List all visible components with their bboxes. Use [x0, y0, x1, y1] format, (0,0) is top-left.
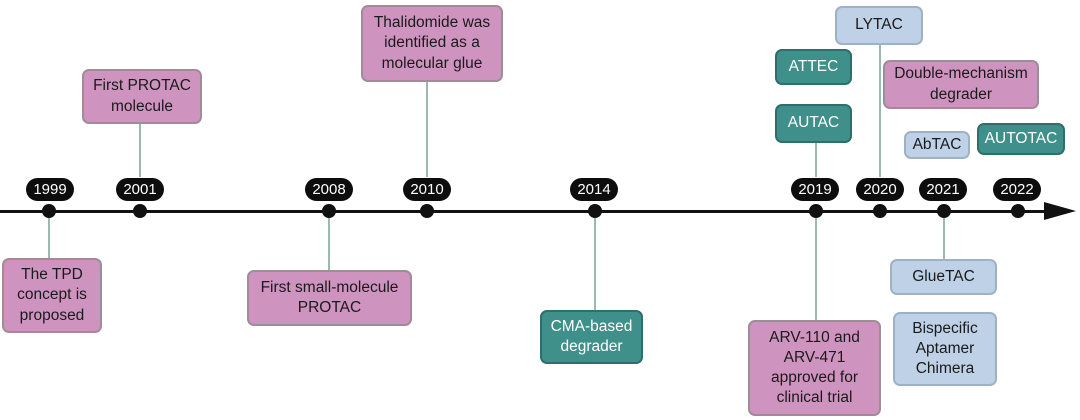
connector-line — [879, 45, 881, 177]
timeline-axis — [0, 210, 1046, 213]
timeline-dot-1999 — [42, 204, 56, 218]
year-label: 2010 — [403, 178, 451, 201]
timeline-dot-2001 — [133, 204, 147, 218]
timeline-dot-2020 — [873, 204, 887, 218]
connector-line — [139, 124, 141, 177]
event-box-first-protac: First PROTAC molecule — [82, 69, 202, 124]
connector-line — [594, 217, 596, 310]
event-box-first-small-molecule-protac: First small-molecule PROTAC — [247, 270, 412, 326]
year-label: 2020 — [856, 178, 904, 201]
event-box-cma-degrader: CMA-based degrader — [540, 310, 643, 364]
event-box-lytac: LYTAC — [835, 6, 923, 45]
event-box-attec: ATTEC — [775, 49, 852, 85]
year-label: 2014 — [570, 178, 618, 201]
connector-line — [815, 217, 817, 320]
year-label: 2021 — [919, 178, 967, 201]
timeline-dot-2014 — [588, 204, 602, 218]
timeline-dot-2008 — [322, 204, 336, 218]
timeline-dot-2022 — [1011, 204, 1025, 218]
event-box-arv: ARV-110 and ARV-471 approved for clinica… — [748, 320, 881, 416]
connector-line — [943, 217, 945, 261]
timeline-dot-2021 — [937, 204, 951, 218]
event-box-autac: AUTAC — [775, 104, 852, 143]
event-box-tpd-concept: The TPD concept is proposed — [2, 258, 102, 333]
event-box-abtac: AbTAC — [904, 131, 970, 159]
timeline-arrowhead — [1044, 202, 1076, 220]
timeline-dot-2010 — [420, 204, 434, 218]
connector-line — [426, 82, 428, 177]
year-label: 2019 — [791, 178, 839, 201]
event-box-gluetac: GlueTAC — [890, 259, 997, 295]
year-label: 2022 — [993, 178, 1041, 201]
connector-line — [48, 217, 50, 259]
year-label: 2008 — [305, 178, 353, 201]
event-box-bispecific-aptamer-chimera: Bispecific Aptamer Chimera — [893, 312, 997, 386]
event-box-thalidomide: Thalidomide was identified as a molecula… — [361, 5, 503, 82]
connector-line — [328, 217, 330, 270]
event-box-autotac: AUTOTAC — [977, 123, 1065, 155]
timeline-dot-2019 — [809, 204, 823, 218]
event-box-double-mechanism: Double-mechanism degrader — [883, 60, 1039, 109]
connector-line — [815, 143, 817, 177]
year-label: 2001 — [116, 178, 164, 201]
year-label: 1999 — [26, 178, 74, 201]
